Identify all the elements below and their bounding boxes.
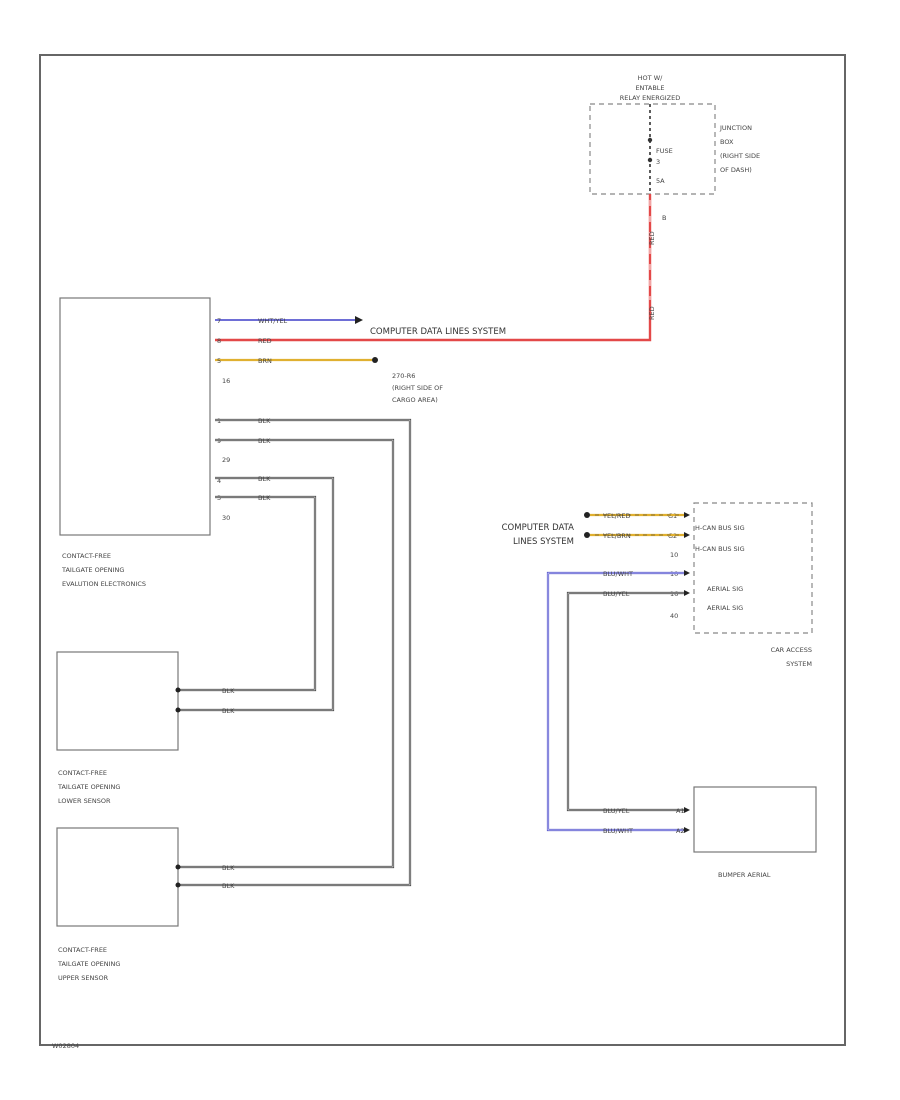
blk-label-3: BLK — [258, 475, 271, 483]
blk-wires: BLK BLK BLK BLK BLK BLK BLK BLK — [178, 417, 412, 890]
upper-sensor-name-2: TAILGATE OPENING — [57, 960, 120, 968]
blk-label-5: BLK — [222, 687, 235, 695]
brn-wire: BRN 270-R6 (RIGHT SIDE OF CARGO AREA) — [215, 357, 443, 404]
eval-pin-5: 5 — [217, 357, 221, 365]
blk-label-4: BLK — [258, 494, 271, 502]
car-access-signal-4: AERIAL SIG — [707, 604, 743, 612]
red-wire-label-vertical: RED — [648, 231, 656, 245]
yel-brn-wire-label: YEL/BRN — [602, 532, 631, 540]
bumper-aerial-name: BUMPER AERIAL — [718, 871, 771, 879]
car-access-pin-10a: 10 — [670, 551, 678, 559]
red-wire-label-vertical-2: RED — [648, 306, 656, 320]
can-bus-terminal-1 — [584, 512, 590, 518]
bumper-aerial-box — [693, 786, 817, 853]
upper-sensor-name-1: CONTACT-FREE — [58, 946, 107, 954]
fuse-label: FUSE — [656, 147, 673, 155]
aerial-wires: BLU/WHT BLU/YEL BLU/YEL BLU/WHT — [546, 570, 690, 835]
ground-ref-3: CARGO AREA) — [392, 396, 438, 404]
brn-wire-label: BRN — [258, 357, 272, 365]
eval-pin-29: 29 — [222, 456, 230, 464]
lower-sensor-terminal-1 — [175, 687, 181, 693]
blu-yel-wire-label-bottom: BLU/YEL — [603, 807, 630, 815]
car-access-signal-1: H-CAN BUS SIG — [695, 524, 745, 532]
blu-wht-wire-label-top: BLU/WHT — [603, 570, 633, 578]
lower-sensor-name-3: LOWER SENSOR — [58, 797, 111, 805]
upper-sensor-terminal-2 — [175, 882, 181, 888]
hot-label-line2: ENTABLE — [635, 84, 664, 92]
junction-box-name-1: JUNCTION — [719, 124, 752, 132]
eval-pin-8: 8 — [217, 337, 221, 345]
lower-sensor-name-1: CONTACT-FREE — [58, 769, 107, 777]
red-wire-label: RED — [258, 337, 272, 345]
data-lines-reference-right-1: COMPUTER DATA — [502, 523, 575, 533]
blk-label-6: BLK — [222, 707, 235, 715]
fuse-amp: 5A — [656, 177, 665, 185]
fuse-terminal-top — [647, 137, 653, 143]
car-access-system: H-CAN BUS SIG H-CAN BUS SIG AERIAL SIG A… — [668, 502, 813, 668]
junction-box-name-3: (RIGHT SIDE — [720, 152, 760, 160]
evaluation-electronics-box — [59, 297, 211, 536]
ground-dot — [372, 357, 378, 363]
lower-sensor-box — [56, 651, 179, 751]
blk-label-1: BLK — [258, 417, 271, 425]
hot-label-line3: RELAY ENERGIZED — [620, 94, 680, 102]
fuse-terminal-bottom — [647, 157, 653, 163]
data-lines-reference-right-2: LINES SYSTEM — [513, 537, 574, 547]
car-access-signal-3: AERIAL SIG — [707, 585, 743, 593]
upper-sensor-terminal-1 — [175, 864, 181, 870]
junction-box-outline — [589, 103, 716, 195]
junction-box: HOT W/ ENTABLE RELAY ENERGIZED FUSE 3 5A… — [589, 74, 760, 222]
bumper-aerial-pin-a2: A2 — [676, 827, 685, 835]
wht-yel-wire: WHT/YEL COMPUTER DATA LINES SYSTEM — [215, 316, 506, 337]
ground-ref-1: 270-R6 — [392, 372, 415, 380]
diagram-code: W02804 — [52, 1042, 79, 1050]
eval-pin-7: 7 — [217, 317, 221, 325]
eval-name-1: CONTACT-FREE — [62, 552, 111, 560]
junction-box-name-2: BOX — [720, 138, 734, 146]
red-wire: RED RED RED — [215, 194, 656, 345]
fuse-number: 3 — [656, 158, 660, 166]
lower-sensor-name-2: TAILGATE OPENING — [57, 783, 120, 791]
eval-pin-16: 16 — [222, 377, 230, 385]
car-access-name-2: SYSTEM — [786, 660, 812, 668]
blk-label-8: BLK — [222, 882, 235, 890]
ground-ref-2: (RIGHT SIDE OF — [392, 384, 443, 392]
blk-label-2: BLK — [258, 437, 271, 445]
eval-pin-30: 30 — [222, 514, 230, 522]
car-access-name-1: CAR ACCESS — [771, 646, 812, 654]
bumper-aerial: A1 A2 BUMPER AERIAL — [676, 786, 817, 879]
upper-sensor: CONTACT-FREE TAILGATE OPENING UPPER SENS… — [56, 827, 181, 982]
bumper-aerial-pin-a1: A1 — [676, 807, 685, 815]
car-access-outline — [693, 502, 813, 634]
car-access-signal-2: H-CAN BUS SIG — [695, 545, 745, 553]
data-lines-reference-top: COMPUTER DATA LINES SYSTEM — [370, 327, 506, 337]
lower-sensor-terminal-2 — [175, 707, 181, 713]
upper-sensor-name-3: UPPER SENSOR — [58, 974, 109, 982]
wht-yel-wire-label: WHT/YEL — [258, 317, 288, 325]
upper-sensor-box — [56, 827, 179, 927]
junction-box-pin: B — [662, 214, 666, 222]
blu-yel-wire-label-top: BLU/YEL — [603, 590, 630, 598]
blu-wht-wire-label-bottom: BLU/WHT — [603, 827, 633, 835]
eval-name-2: TAILGATE OPENING — [61, 566, 124, 574]
eval-name-3: EVALUTION ELECTRONICS — [62, 580, 146, 588]
hot-label-line1: HOT W/ — [638, 74, 663, 82]
can-bus-wires: YEL/RED YEL/BRN COMPUTER DATA LINES SYST… — [502, 512, 690, 547]
lower-sensor: CONTACT-FREE TAILGATE OPENING LOWER SENS… — [56, 651, 181, 805]
can-bus-terminal-2 — [584, 532, 590, 538]
car-access-pin-40: 40 — [670, 612, 678, 620]
junction-box-name-4: OF DASH) — [720, 166, 752, 174]
diagram-frame — [39, 54, 846, 1046]
blk-label-7: BLK — [222, 864, 235, 872]
yel-red-wire-label: YEL/RED — [602, 512, 631, 520]
eval-pin-4: 4 — [217, 477, 221, 485]
evaluation-electronics: 7 8 5 16 1 9 29 4 3 30 CONTACT-FREE TAIL… — [59, 297, 230, 588]
